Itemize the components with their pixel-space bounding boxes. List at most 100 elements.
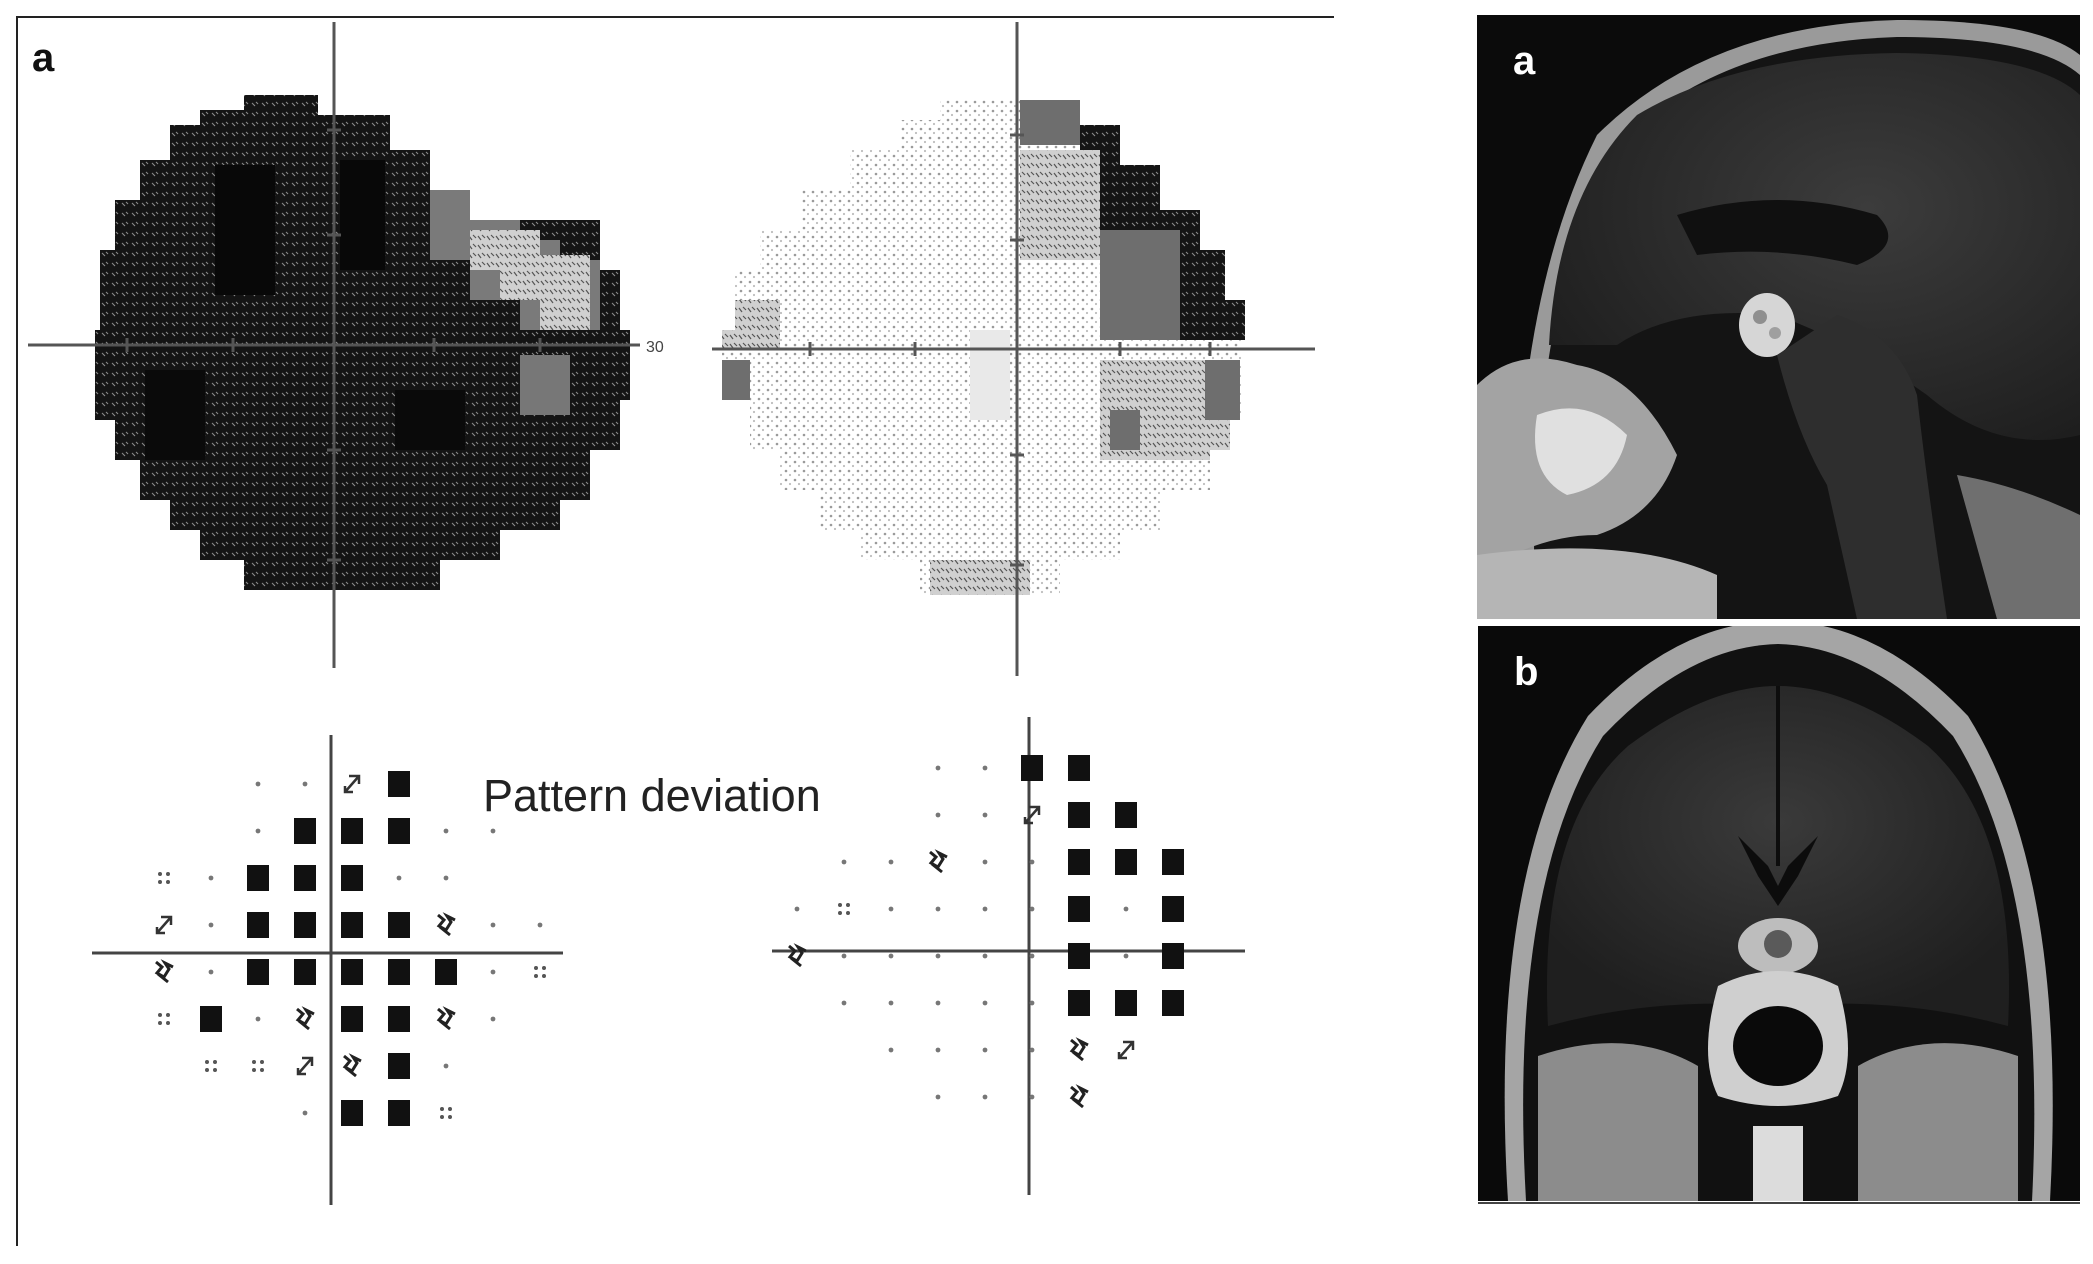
- pd-black-square: [341, 818, 363, 844]
- pd-dot: [1123, 906, 1129, 912]
- pattern-deviation-right-map: [787, 755, 1184, 1109]
- pattern-deviation-left-axes: [92, 735, 563, 1205]
- pd-dot: [490, 922, 496, 928]
- pd-black-square: [1021, 755, 1043, 781]
- pd-black-square: [1162, 849, 1184, 875]
- pd-black-square: [247, 959, 269, 985]
- pd-black-square: [1068, 755, 1090, 781]
- pd-black-square: [1068, 849, 1090, 875]
- pd-slash-symbol: [1023, 805, 1041, 825]
- pd-dot: [982, 1094, 988, 1100]
- pd-dot: [935, 953, 941, 959]
- pd-dot: [396, 875, 402, 881]
- pd-dot: [1029, 1094, 1035, 1100]
- pd-dot: [1029, 1047, 1035, 1053]
- pd-dot: [982, 1047, 988, 1053]
- pd-checker-symbol: [342, 1053, 362, 1078]
- pd-black-square: [1162, 896, 1184, 922]
- visual-field-panel: 30 a Pattern deviation: [16, 16, 1334, 1246]
- mri-bottom-rule: [1478, 1202, 2080, 1204]
- pd-quad-dots: [252, 1060, 264, 1072]
- pd-dot: [841, 953, 847, 959]
- pd-dot: [888, 1000, 894, 1006]
- pd-dot: [888, 1047, 894, 1053]
- pd-dot: [302, 1110, 308, 1116]
- pd-dot: [255, 781, 261, 787]
- mri-sagittal-drawing: [1477, 15, 2080, 619]
- pd-checker-symbol: [1069, 1037, 1089, 1062]
- pd-dot: [794, 906, 800, 912]
- pd-dot: [1123, 953, 1129, 959]
- pd-dot: [982, 906, 988, 912]
- pattern-deviation-label: Pattern deviation: [483, 770, 821, 821]
- pd-black-square: [294, 959, 316, 985]
- pd-black-square: [1162, 943, 1184, 969]
- pd-dot: [443, 1063, 449, 1069]
- pd-black-square: [388, 1006, 410, 1032]
- pd-black-square: [388, 1053, 410, 1079]
- pd-black-square: [294, 818, 316, 844]
- pd-dot: [888, 906, 894, 912]
- pd-dot: [935, 1094, 941, 1100]
- pd-dot: [490, 969, 496, 975]
- mri-sagittal-image: a: [1477, 15, 2080, 619]
- pd-dot: [255, 1016, 261, 1022]
- pd-black-square: [388, 818, 410, 844]
- pd-dot: [443, 875, 449, 881]
- pd-dot: [537, 922, 543, 928]
- pd-black-square: [435, 959, 457, 985]
- pd-dot: [935, 1047, 941, 1053]
- pd-checker-symbol: [436, 1006, 456, 1031]
- pd-slash-symbol: [296, 1056, 314, 1076]
- panel-border-top: [16, 16, 1334, 18]
- pd-quad-dots: [205, 1060, 217, 1072]
- panel-label-a: a: [32, 36, 55, 80]
- pd-dot: [982, 765, 988, 771]
- pd-black-square: [1068, 990, 1090, 1016]
- pd-black-square: [1115, 802, 1137, 828]
- pd-checker-symbol: [295, 1006, 315, 1031]
- pd-dot: [982, 859, 988, 865]
- pd-slash-symbol: [1117, 1040, 1135, 1060]
- pd-dot: [935, 906, 941, 912]
- pd-dot: [888, 859, 894, 865]
- pd-quad-dots: [838, 903, 850, 915]
- pd-dot: [1029, 859, 1035, 865]
- pd-black-square: [200, 1006, 222, 1032]
- visual-field-figure: 30: [28, 22, 1315, 1205]
- pd-dot: [888, 953, 894, 959]
- panel-border-left: [16, 16, 18, 1246]
- pd-black-square: [247, 865, 269, 891]
- mri-coronal-drawing: [1478, 626, 2080, 1201]
- pd-quad-dots: [158, 872, 170, 884]
- pd-black-square: [388, 912, 410, 938]
- pd-dot: [490, 828, 496, 834]
- pd-black-square: [341, 865, 363, 891]
- pd-checker-symbol: [928, 849, 948, 874]
- pd-checker-symbol: [436, 912, 456, 937]
- axis-tick-label: 30: [646, 339, 664, 356]
- pd-black-square: [247, 912, 269, 938]
- pd-dot: [1029, 953, 1035, 959]
- pd-dot: [982, 812, 988, 818]
- pd-quad-dots: [158, 1013, 170, 1025]
- pd-slash-symbol: [155, 915, 173, 935]
- pd-black-square: [341, 1006, 363, 1032]
- pd-dot: [935, 812, 941, 818]
- left-field-axes: [28, 22, 640, 668]
- pd-dot: [982, 953, 988, 959]
- pd-dot: [841, 1000, 847, 1006]
- pd-black-square: [294, 912, 316, 938]
- pd-dot: [1029, 1000, 1035, 1006]
- pd-slash-symbol: [343, 774, 361, 794]
- pd-dot: [935, 765, 941, 771]
- right-field-axes: [712, 22, 1315, 676]
- pd-dot: [490, 1016, 496, 1022]
- pd-black-square: [341, 1100, 363, 1126]
- pd-checker-symbol: [154, 959, 174, 984]
- pd-black-square: [1068, 896, 1090, 922]
- pd-black-square: [1068, 802, 1090, 828]
- pd-black-square: [1068, 943, 1090, 969]
- pd-black-square: [1115, 849, 1137, 875]
- pd-checker-symbol: [1069, 1084, 1089, 1109]
